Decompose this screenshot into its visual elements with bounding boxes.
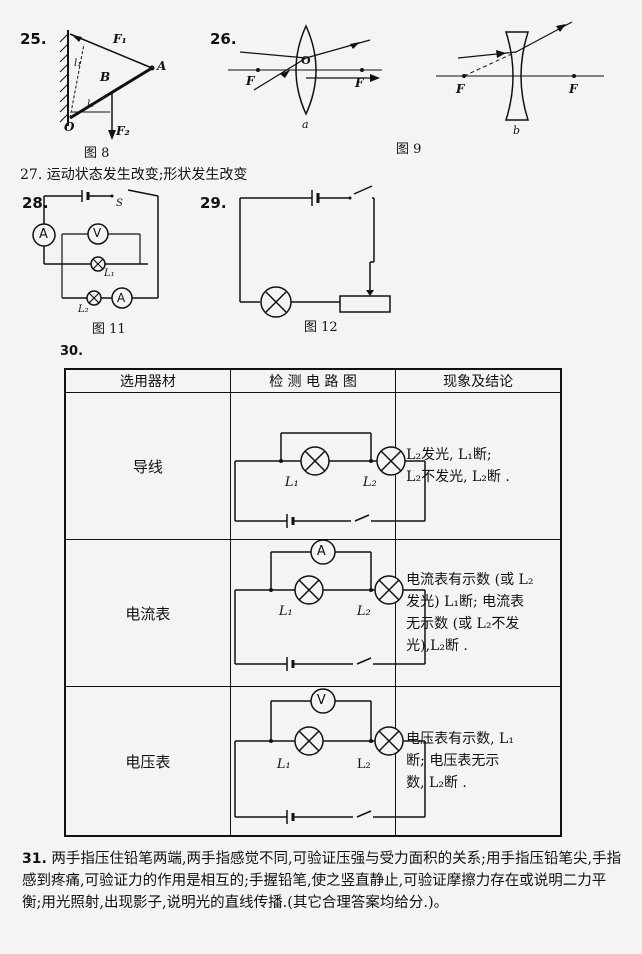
q28-voltmeter-label: V	[93, 226, 102, 240]
conclusion-line: 电流表有示数 (或 L₂	[406, 572, 534, 588]
circuit-voltmeter-cell: V L₁ L₂	[229, 686, 426, 837]
q29-number: 29.	[200, 194, 227, 212]
q28-number: 28.	[22, 194, 49, 212]
voltmeter-label: V	[316, 693, 326, 708]
table-header-row: 选用器材 检 测 电 路 图 现象及结论	[64, 368, 562, 393]
table-row: 导线	[64, 392, 562, 540]
circuit-ammeter-diagram	[234, 540, 426, 671]
q25-label-l2: l₂	[87, 99, 95, 110]
q25-label-f1: F₁	[113, 32, 127, 46]
q31-text: 两手指压住铅笔两端,两手指感觉不同,可验证压强与受力面积的关系;用手指压铅笔尖,…	[22, 851, 622, 911]
q28-caption: 图 11	[92, 322, 126, 337]
q26-label-b: b	[513, 124, 521, 137]
table-row: 电流表	[64, 539, 562, 687]
q26-label-f-left-b: F	[456, 82, 465, 96]
conclusion-line: 无示数 (或 L₂不发	[406, 616, 520, 632]
q30-experiment-table: 选用器材 检 测 电 路 图 现象及结论 导线	[64, 368, 562, 837]
material-voltmeter: 电压表	[64, 686, 231, 837]
conclusion-line: 电压表有示数, L₁	[406, 731, 514, 747]
conclusion-line: 发光) L₁断; 电流表	[406, 594, 525, 610]
q25-label-o: O	[64, 120, 75, 134]
circuit-voltmeter-diagram	[234, 688, 426, 824]
q31-answer: 31. 两手指压住铅笔两端,两手指感觉不同,可验证压强与受力面积的关系;用手指压…	[22, 848, 622, 914]
q29-caption: 图 12	[304, 320, 338, 335]
lamp-l2-label: L₂	[356, 604, 371, 619]
q28-switch-label: S	[116, 198, 123, 209]
header-conclusion: 现象及结论	[395, 368, 562, 393]
conclusion-line: L₂发光, L₁断;	[406, 447, 492, 463]
conclusion-line: L₂不发光, L₂断 .	[406, 469, 510, 485]
lamp-l1-label: L₁	[284, 475, 299, 490]
lamp-l1-label: L₁	[278, 604, 293, 619]
conclusion-line: 数, L₂断 .	[406, 775, 467, 791]
circuit-ammeter-cell: A L₁ L₂	[229, 539, 426, 687]
table-row: 电压表	[64, 686, 562, 837]
lamp-l2-label: L₂	[356, 757, 371, 772]
q26-number: 26.	[210, 30, 237, 48]
q25-number: 25.	[20, 30, 47, 48]
q25-caption: 图 8	[84, 146, 110, 161]
material-ammeter: 电流表	[64, 539, 231, 687]
conclusion-ammeter: 电流表有示数 (或 L₂ 发光) L₁断; 电流表 无示数 (或 L₂不发 光)…	[395, 539, 562, 687]
header-material: 选用器材	[64, 368, 231, 393]
q31-number: 31.	[22, 851, 47, 867]
header-circuit: 检 测 电 路 图	[229, 368, 397, 393]
lamp-l1-label: L₁	[276, 757, 291, 772]
q26-label-a: a	[302, 118, 309, 131]
q26-label-f-left-a: F	[246, 74, 255, 88]
circuit-wire-diagram	[234, 432, 426, 528]
q28-l2-label: L₂	[78, 304, 89, 315]
conclusion-line: 光),L₂断 .	[406, 638, 468, 654]
q26-label-o: O	[301, 54, 311, 67]
q26-label-f-right-a: F	[355, 76, 364, 90]
q25-label-f2: F₂	[116, 124, 130, 138]
q28-ammeter-label: A	[39, 227, 48, 242]
conclusion-voltmeter: 电压表有示数, L₁ 断; 电压表无示 数, L₂断 .	[395, 686, 562, 837]
q28-l1-label: L₁	[104, 268, 115, 279]
circuit-wire-cell: L₁ L₂	[229, 392, 426, 540]
q28-ammeter2-label: A	[117, 291, 126, 305]
conclusion-wire: L₂发光, L₁断; L₂不发光, L₂断 .	[395, 392, 562, 540]
lamp-l2-label: L₂	[362, 475, 377, 490]
q26-caption: 图 9	[396, 142, 422, 157]
q27-answer: 27. 运动状态发生改变;形状发生改变	[20, 167, 248, 183]
material-wire: 导线	[64, 392, 231, 540]
q25-label-b: B	[100, 70, 111, 84]
conclusion-line: 断; 电压表无示	[406, 753, 500, 769]
q25-label-a: A	[157, 59, 167, 73]
ammeter-label: A	[316, 544, 326, 559]
q25-label-l1: l₁	[74, 58, 82, 69]
q26-label-f-right-b: F	[569, 82, 578, 96]
q30-number: 30.	[60, 344, 84, 359]
